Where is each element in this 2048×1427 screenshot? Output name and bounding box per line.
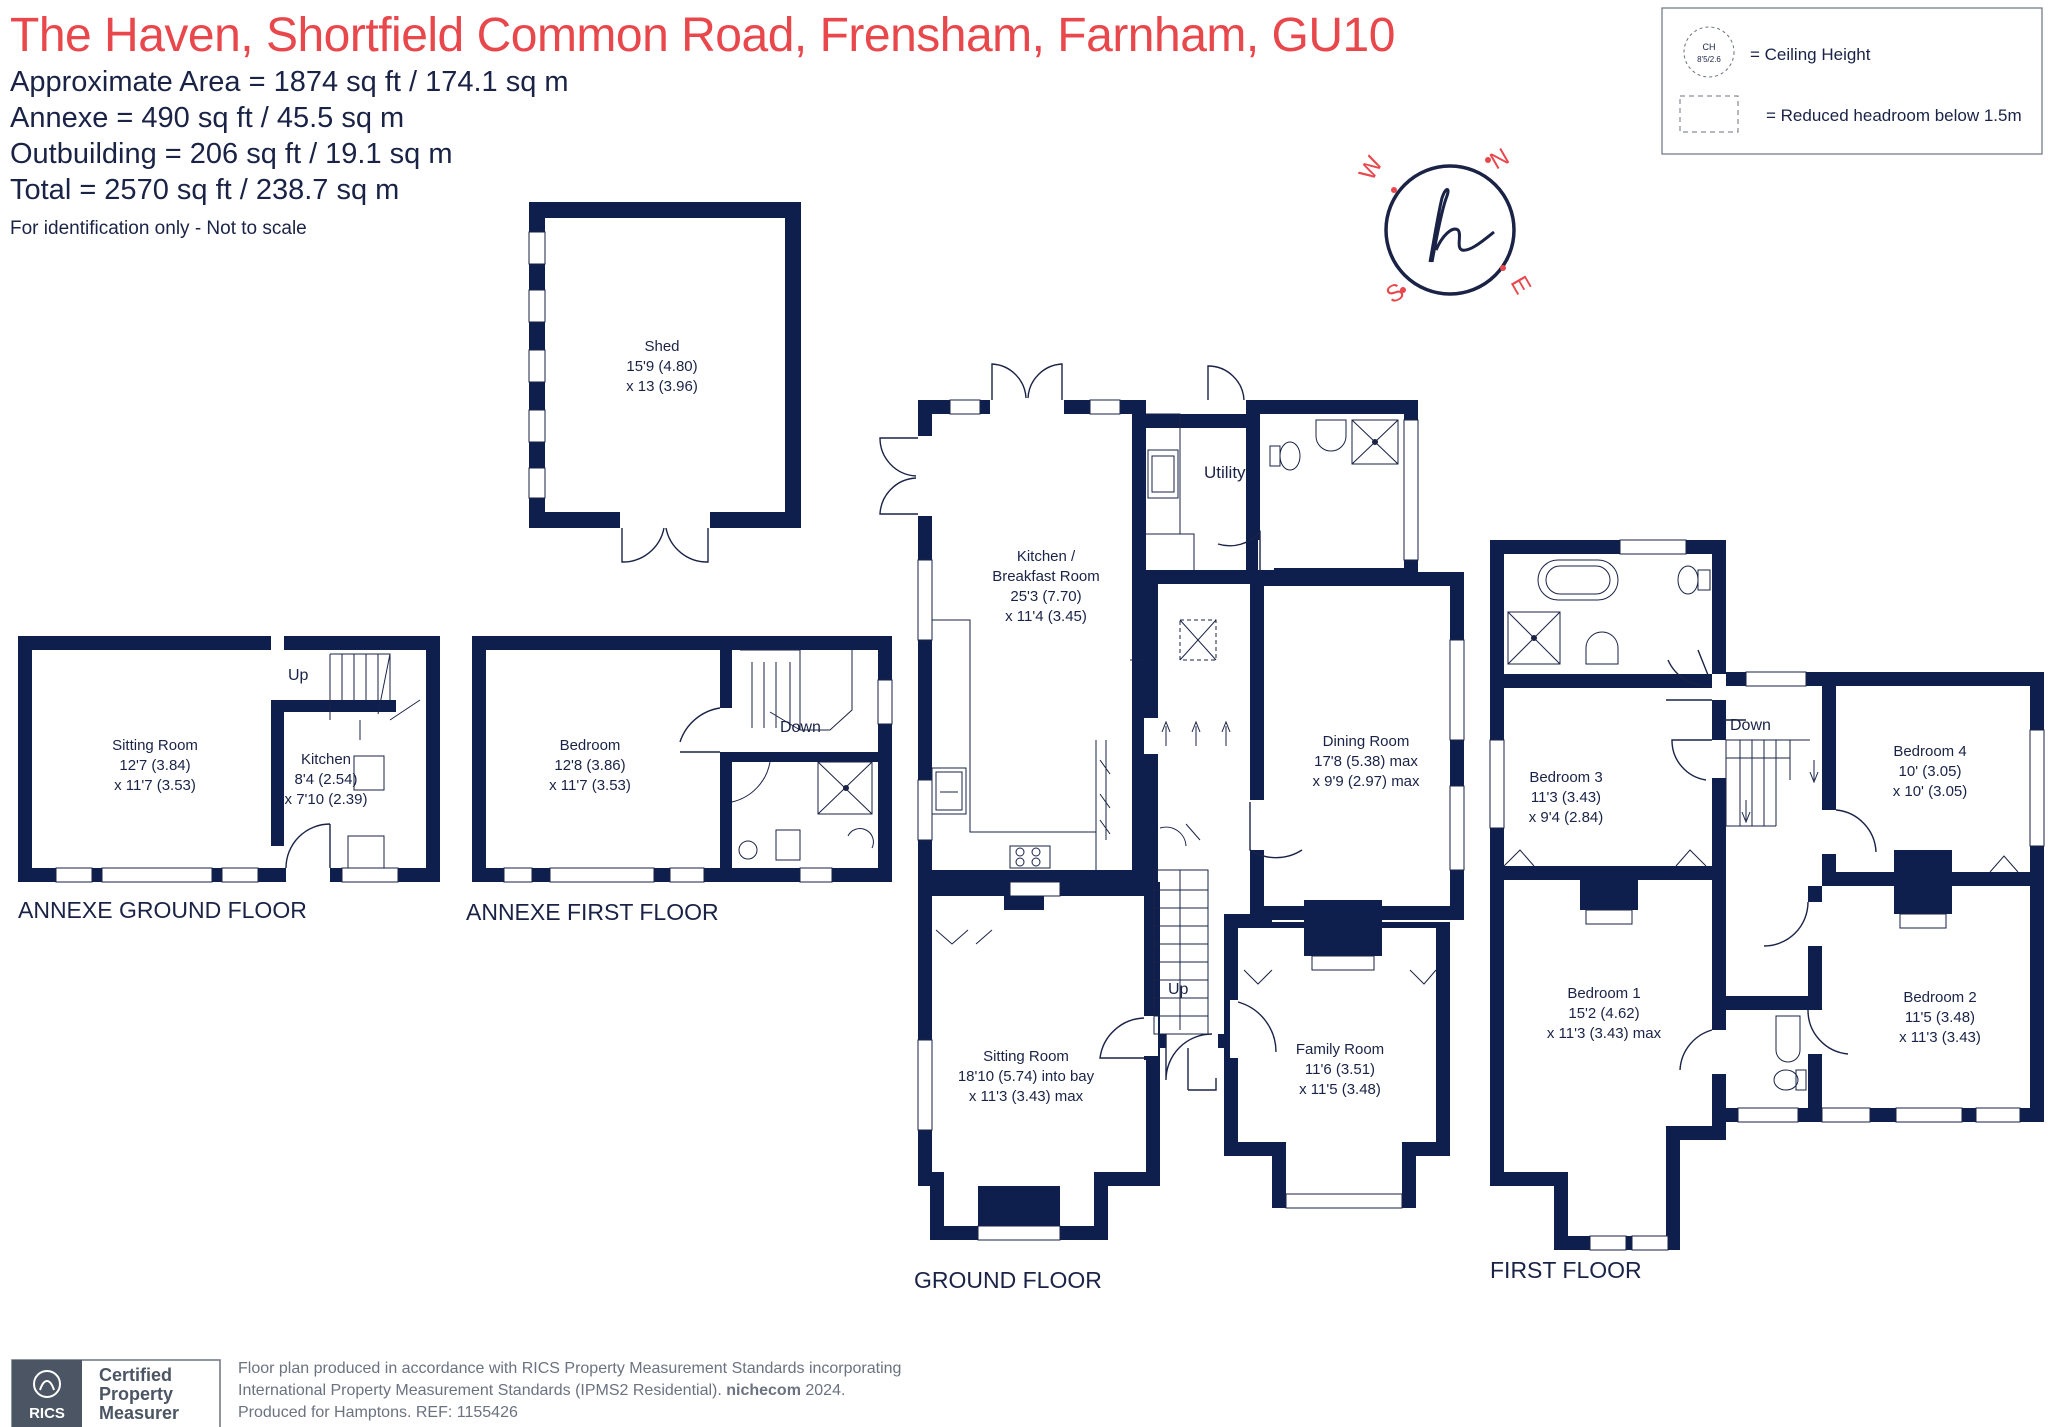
room-bedroom1-name: Bedroom 1	[1567, 985, 1640, 1002]
compass-e: E	[1505, 272, 1536, 299]
annexe-area: Annexe = 490 sq ft / 45.5 sq m	[10, 102, 405, 134]
room-utility-name: Utility	[1204, 463, 1246, 482]
compass-w: W	[1354, 152, 1389, 185]
floor-label-annexe-ground: ANNEXE GROUND FLOOR	[18, 897, 307, 923]
badge-line2: Property	[99, 1384, 173, 1404]
annexe-bedroom-dim2: x 11'7 (3.53)	[549, 777, 631, 794]
room-bedroom2-name: Bedroom 2	[1903, 989, 1976, 1006]
room-bedroom3-name: Bedroom 3	[1529, 769, 1602, 786]
rics-brand: RICS	[29, 1405, 65, 1422]
room-kitchen-dim1: 25'3 (7.70)	[1010, 588, 1081, 605]
room-shed-name: Shed	[644, 338, 679, 355]
room-dining-dim2: x 9'9 (2.97) max	[1312, 773, 1420, 790]
footer-line3: Produced for Hamptons. REF: 1155426	[238, 1404, 518, 1421]
room-family-dim1: 11'6 (3.51)	[1305, 1061, 1375, 1078]
rics-badge: RICS Certified Property Measurer	[11, 1359, 221, 1427]
first-down-label: Down	[1730, 717, 1771, 734]
room-dining-name: Dining Room	[1323, 733, 1410, 750]
logo-h-icon	[1428, 188, 1495, 263]
first-floor-plan	[1489, 539, 2045, 1251]
room-bedroom2-dim2: x 11'3 (3.43)	[1899, 1029, 1981, 1046]
legend-ceiling-label: = Ceiling Height	[1750, 45, 1871, 64]
footer-text: Floor plan produced in accordance with R…	[238, 1358, 901, 1424]
compass-s: S	[1382, 278, 1409, 309]
room-bedroom1-dim1: 15'2 (4.62)	[1568, 1005, 1639, 1022]
annexe-kitchen-dim1: 8'4 (2.54)	[295, 771, 358, 788]
room-bedroom1-dim2: x 11'3 (3.43) max	[1547, 1025, 1662, 1042]
room-shed-dim1: 15'9 (4.80)	[626, 358, 697, 375]
ground-up-label: Up	[1168, 981, 1189, 998]
total-area: Total = 2570 sq ft / 238.7 sq m	[10, 174, 400, 206]
annexe-ground-plan	[18, 636, 440, 883]
room-bedroom3-dim1: 11'3 (3.43)	[1531, 789, 1601, 806]
footer-year: 2024.	[805, 1382, 846, 1399]
room-family-dim2: x 11'5 (3.48)	[1299, 1081, 1381, 1098]
approximate-area: Approximate Area = 1874 sq ft / 174.1 sq…	[10, 66, 569, 98]
annexe-sitting-name: Sitting Room	[112, 737, 198, 754]
legend-ch-bottom: 8'5/2.6	[1697, 55, 1721, 64]
annexe-down-label: Down	[780, 719, 821, 736]
room-sitting-dim2: x 11'3 (3.43) max	[969, 1088, 1084, 1105]
room-dining-dim1: 17'8 (5.38) max	[1314, 753, 1418, 770]
footer-line2-text: International Property Measurement Stand…	[238, 1382, 727, 1399]
outbuilding-area: Outbuilding = 206 sq ft / 19.1 sq m	[10, 138, 453, 170]
room-bedroom4-dim1: 10' (3.05)	[1899, 763, 1962, 780]
annexe-sitting-dim2: x 11'7 (3.53)	[114, 777, 196, 794]
compass-logo: N E S W	[1354, 143, 1536, 309]
room-bedroom2-dim1: 11'5 (3.48)	[1905, 1009, 1975, 1026]
badge-line1: Certified	[99, 1365, 172, 1385]
annexe-kitchen-name: Kitchen	[301, 751, 351, 768]
ground-floor-plan	[879, 363, 1465, 1241]
room-sitting-dim1: 18'10 (5.74) into bay	[958, 1068, 1095, 1085]
room-family-name: Family Room	[1296, 1041, 1384, 1058]
footer-line2: International Property Measurement Stand…	[238, 1380, 901, 1402]
room-kitchen-name1: Kitchen /	[1017, 548, 1076, 565]
room-bedroom4-name: Bedroom 4	[1893, 743, 1966, 760]
rics-crest-icon	[33, 1370, 61, 1398]
legend-ch-top: CH	[1703, 42, 1716, 52]
floor-label-first: FIRST FLOOR	[1490, 1257, 1642, 1283]
badge-line3: Measurer	[99, 1403, 179, 1423]
nichecom-brand: nichecom	[726, 1382, 801, 1399]
footer-line1: Floor plan produced in accordance with R…	[238, 1360, 902, 1377]
legend-reduced-label: = Reduced headroom below 1.5m	[1766, 106, 2022, 125]
annexe-kitchen-dim2: x 7'10 (2.39)	[285, 791, 368, 808]
floor-label-annexe-first: ANNEXE FIRST FLOOR	[466, 899, 719, 925]
page-title: The Haven, Shortfield Common Road, Frens…	[10, 9, 1395, 62]
annexe-up-label: Up	[288, 667, 309, 684]
room-bedroom4-dim2: x 10' (3.05)	[1893, 783, 1968, 800]
disclaimer-note: For identification only - Not to scale	[10, 218, 307, 239]
annexe-first-plan	[472, 636, 893, 883]
shed-plan	[528, 202, 801, 563]
annexe-sitting-dim1: 12'7 (3.84)	[119, 757, 190, 774]
room-kitchen-dim2: x 11'4 (3.45)	[1005, 608, 1087, 625]
floor-label-ground: GROUND FLOOR	[914, 1267, 1102, 1293]
annexe-bedroom-name: Bedroom	[560, 737, 621, 754]
room-bedroom3-dim2: x 9'4 (2.84)	[1529, 809, 1604, 826]
room-kitchen-name2: Breakfast Room	[992, 568, 1100, 585]
annexe-bedroom-dim1: 12'8 (3.86)	[554, 757, 625, 774]
room-sitting-name: Sitting Room	[983, 1048, 1069, 1065]
legend: CH 8'5/2.6 = Ceiling Height = Reduced he…	[1661, 7, 2043, 155]
room-shed-dim2: x 13 (3.96)	[626, 378, 698, 395]
